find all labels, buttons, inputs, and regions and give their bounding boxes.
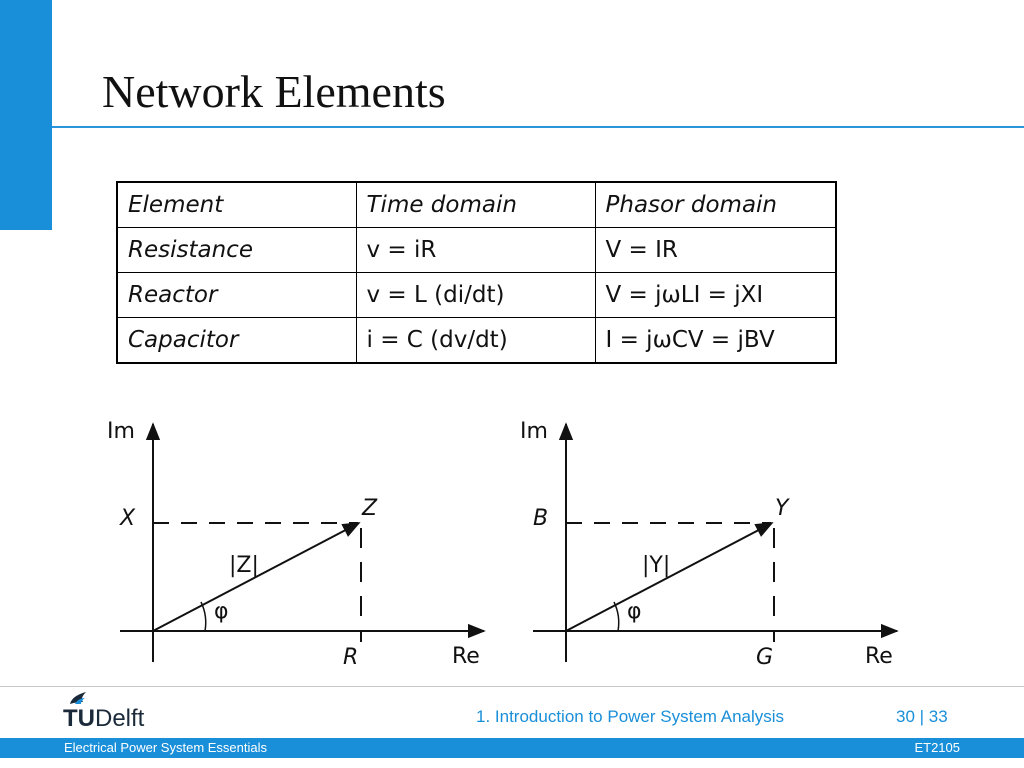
real-component-label: R [343, 645, 358, 670]
bottom-bar: Electrical Power System Essentials ET210… [0, 738, 1024, 758]
angle-label: φ [627, 599, 642, 624]
course-name: Electrical Power System Essentials [64, 740, 268, 755]
header-cell: Element [116, 181, 357, 228]
vector-label: Y [775, 496, 790, 521]
angle-arc [200, 601, 207, 632]
admittance-vector [565, 522, 774, 632]
admittance-phasor-diagram: Im Re B G Y |Y| φ [520, 419, 899, 670]
header-cell: Phasor domain [594, 181, 837, 228]
left-accent-bar [0, 0, 52, 230]
table-row: Resistance v = iR V = IR [116, 227, 837, 273]
course-code: ET2105 [914, 740, 960, 755]
footer-divider [0, 686, 1024, 687]
header-cell: Time domain [355, 181, 596, 228]
angle-label: φ [214, 599, 229, 624]
real-component-label: G [756, 645, 773, 670]
im-axis-label: Im [520, 419, 548, 444]
magnitude-label: |Y| [642, 553, 670, 578]
time-domain-cell: i = C (dv/dt) [355, 317, 596, 364]
vector-label: Z [361, 496, 378, 521]
re-axis-label: Re [452, 644, 480, 669]
chapter-title: 1. Introduction to Power System Analysis [476, 707, 785, 726]
magnitude-label: |Z| [229, 553, 259, 578]
imag-component-label: B [533, 506, 548, 531]
title-divider [52, 126, 1024, 128]
re-axis-label: Re [865, 644, 893, 669]
time-domain-cell: v = L (di/dt) [355, 272, 596, 318]
phasor-domain-cell: I = jωCV = jBV [594, 317, 837, 364]
tu-delft-flame-icon [70, 692, 86, 704]
angle-arc [613, 601, 620, 632]
impedance-vector [152, 522, 361, 632]
element-cell: Resistance [116, 227, 357, 273]
phasor-domain-cell: V = IR [594, 227, 837, 273]
table-row: Reactor v = L (di/dt) V = jωLI = jXI [116, 272, 837, 318]
impedance-phasor-diagram: Im Re X R Z |Z| φ [107, 419, 486, 670]
table-row: Capacitor i = C (dv/dt) I = jωCV = jBV [116, 317, 837, 364]
imag-component-label: X [119, 506, 136, 531]
im-axis-label: Im [107, 419, 135, 444]
element-cell: Capacitor [116, 317, 357, 364]
tu-delft-logo: TUDelft [63, 704, 144, 734]
logo-delft: Delft [95, 705, 145, 732]
page-number: 30 | 33 [896, 707, 948, 726]
element-cell: Reactor [116, 272, 357, 318]
logo-tu: TU [63, 705, 95, 732]
table-header-row: Element Time domain Phasor domain [116, 181, 837, 228]
phasor-domain-cell: V = jωLI = jXI [594, 272, 837, 318]
slide-title: Network Elements [102, 66, 446, 117]
time-domain-cell: v = iR [355, 227, 596, 273]
network-elements-table: Element Time domain Phasor domain Resist… [116, 181, 837, 364]
